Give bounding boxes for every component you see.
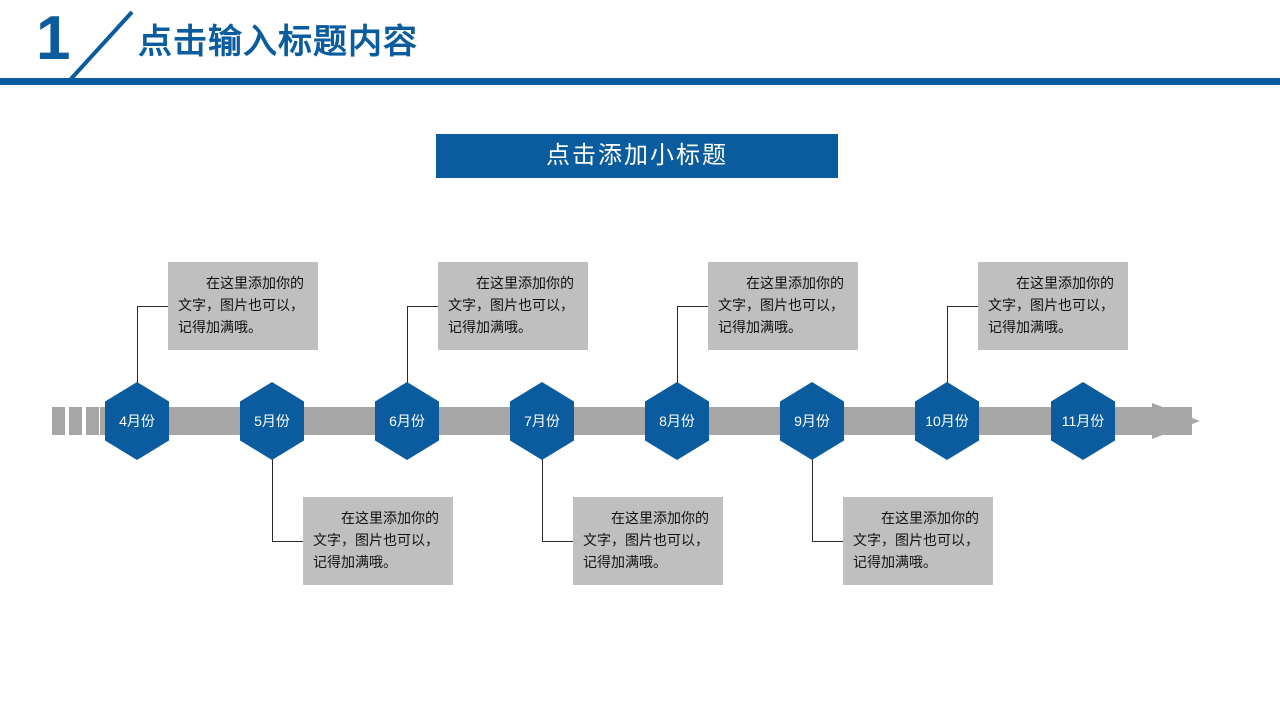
connector-horizontal-6 [812,541,843,542]
timeline-node-8[interactable]: 11月份 [1051,382,1115,460]
timeline-node-label: 5月份 [254,413,290,429]
callout-bottom-2[interactable]: 在这里添加你的文字，图片也可以，记得加满哦。 [573,497,723,585]
connector-vertical-5 [677,306,678,386]
connector-horizontal-3 [407,306,438,307]
timeline-node-label: 10月份 [925,413,969,429]
slide-header: 1 点击输入标题内容 [0,0,1280,92]
timeline-dash-left-1 [52,407,65,435]
connector-vertical-1 [137,306,138,386]
connector-horizontal-1 [137,306,168,307]
callout-bottom-1[interactable]: 在这里添加你的文字，图片也可以，记得加满哦。 [303,497,453,585]
timeline-node-3[interactable]: 6月份 [375,382,439,460]
connector-horizontal-4 [542,541,573,542]
timeline-arrow-icon [1152,403,1200,439]
callout-top-4[interactable]: 在这里添加你的文字，图片也可以，记得加满哦。 [978,262,1128,350]
timeline-dash-left-2 [69,407,82,435]
connector-vertical-4 [542,458,543,541]
timeline-dash-left-3 [86,407,99,435]
header-rule [0,78,1280,85]
connector-horizontal-7 [947,306,978,307]
callout-top-2[interactable]: 在这里添加你的文字，图片也可以，记得加满哦。 [438,262,588,350]
timeline-dash-right-2 [1137,407,1150,435]
timeline-node-2[interactable]: 5月份 [240,382,304,460]
timeline-node-1[interactable]: 4月份 [105,382,169,460]
callout-bottom-3[interactable]: 在这里添加你的文字，图片也可以，记得加满哦。 [843,497,993,585]
timeline-node-5[interactable]: 8月份 [645,382,709,460]
timeline-node-6[interactable]: 9月份 [780,382,844,460]
connector-vertical-2 [272,458,273,541]
subtitle-banner[interactable]: 点击添加小标题 [436,134,838,178]
timeline-node-label: 9月份 [794,413,830,429]
timeline-node-4[interactable]: 7月份 [510,382,574,460]
section-number: 1 [36,4,71,73]
timeline-node-label: 4月份 [119,413,155,429]
timeline-node-7[interactable]: 10月份 [915,382,979,460]
timeline-node-label: 7月份 [524,413,560,429]
callout-top-3[interactable]: 在这里添加你的文字，图片也可以，记得加满哦。 [708,262,858,350]
connector-horizontal-5 [677,306,708,307]
connector-vertical-6 [812,458,813,541]
connector-horizontal-2 [272,541,303,542]
page-title: 点击输入标题内容 [138,23,418,61]
slash-divider-icon [68,10,134,82]
connector-vertical-3 [407,306,408,386]
timeline-node-label: 11月份 [1061,413,1105,429]
timeline-node-label: 6月份 [389,413,425,429]
callout-top-1[interactable]: 在这里添加你的文字，图片也可以，记得加满哦。 [168,262,318,350]
timeline-dash-right-1 [1120,407,1133,435]
timeline-node-label: 8月份 [659,413,695,429]
connector-vertical-7 [947,306,948,386]
